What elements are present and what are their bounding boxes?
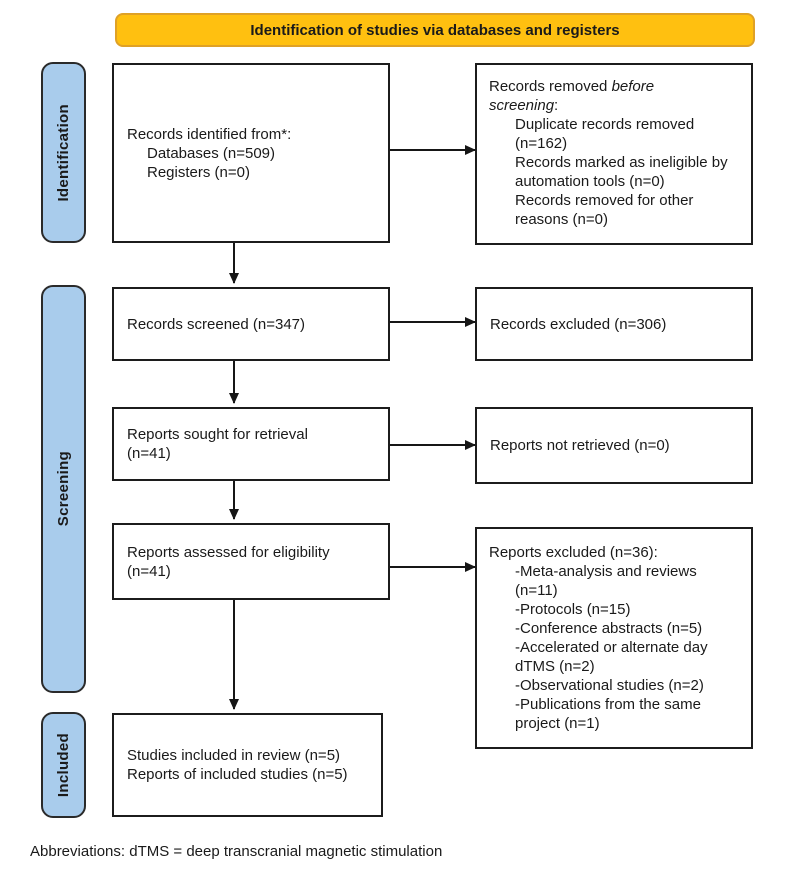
excluded-item-accelerated-dtms: -Accelerated or alternate day dTMS (n=2)	[515, 639, 708, 675]
arrow-assessed-to-included	[233, 600, 235, 709]
arrow-identified-to-screened	[233, 243, 235, 283]
reports-sought-text: Reports sought for retrieval (n=41)	[127, 426, 308, 462]
removed-item-automation: Records marked as ineligible by automati…	[515, 154, 728, 190]
banner-identification-via-databases: Identification of studies via databases …	[115, 13, 755, 47]
records-removed-title-colon: :	[554, 97, 559, 114]
records-identified-databases: Databases (n=509)	[147, 144, 275, 162]
box-reports-excluded: Reports excluded (n=36): -Meta-analysis …	[475, 527, 753, 749]
stage-bar-screening: Screening	[41, 285, 86, 693]
excluded-item-observational: -Observational studies (n=2)	[515, 677, 704, 694]
records-screened-text: Records screened (n=347)	[127, 315, 306, 333]
box-reports-sought: Reports sought for retrieval (n=41)	[112, 407, 390, 481]
banner-label: Identification of studies via databases …	[250, 21, 620, 39]
excluded-item-protocols: -Protocols (n=15)	[515, 601, 631, 618]
excluded-item-conference-abstracts: -Conference abstracts (n=5)	[515, 620, 703, 637]
reports-assessed-text: Reports assessed for eligibility (n=41)	[127, 543, 330, 580]
removed-item-duplicates: Duplicate records removed (n=162)	[515, 116, 695, 152]
arrow-assessed-to-reports-excluded	[390, 566, 475, 568]
records-removed-title-plain: Records removed	[489, 78, 612, 95]
box-reports-assessed: Reports assessed for eligibility (n=41)	[112, 523, 390, 600]
records-removed-title-italic: before screening	[489, 78, 655, 114]
records-excluded-text: Records excluded (n=306)	[490, 315, 667, 333]
stage-bar-identification: Identification	[41, 62, 86, 243]
reports-excluded-title: Reports excluded (n=36):	[489, 544, 658, 561]
box-records-screened: Records screened (n=347)	[112, 287, 390, 361]
arrow-identified-to-removed	[390, 149, 475, 151]
stage-label-screening: Screening	[55, 451, 72, 527]
box-studies-included: Studies included in review (n=5) Reports…	[112, 713, 383, 817]
box-records-excluded: Records excluded (n=306)	[475, 287, 753, 361]
abbreviations-note: Abbreviations: dTMS = deep transcranial …	[30, 843, 443, 860]
stage-label-identification: Identification	[55, 103, 72, 202]
reports-not-retrieved-text: Reports not retrieved (n=0)	[490, 437, 670, 454]
studies-included-line: Studies included in review (n=5)	[127, 747, 341, 764]
stage-label-included: Included	[55, 732, 72, 798]
arrow-screened-to-sought	[233, 361, 235, 403]
excluded-item-same-project: -Publications from the same project (n=1…	[515, 696, 701, 732]
excluded-item-meta-analysis: -Meta-analysis and reviews (n=11)	[515, 563, 697, 599]
records-identified-registers: Registers (n=0)	[147, 163, 250, 181]
reports-included-line: Reports of included studies (n=5)	[127, 766, 348, 783]
arrow-sought-to-assessed	[233, 481, 235, 519]
box-records-identified: Records identified from*: Databases (n=5…	[112, 63, 390, 243]
box-records-removed-before-screening: Records removed before screening: Duplic…	[475, 63, 753, 245]
arrow-screened-to-excluded	[390, 321, 475, 323]
stage-bar-included: Included	[41, 712, 86, 818]
records-removed-title: Records removed before screening:	[489, 77, 689, 115]
arrow-sought-to-not-retrieved	[390, 444, 475, 446]
box-reports-not-retrieved: Reports not retrieved (n=0)	[475, 407, 753, 484]
records-identified-title: Records identified from*:	[127, 125, 292, 143]
removed-item-other: Records removed for other reasons (n=0)	[515, 192, 694, 228]
